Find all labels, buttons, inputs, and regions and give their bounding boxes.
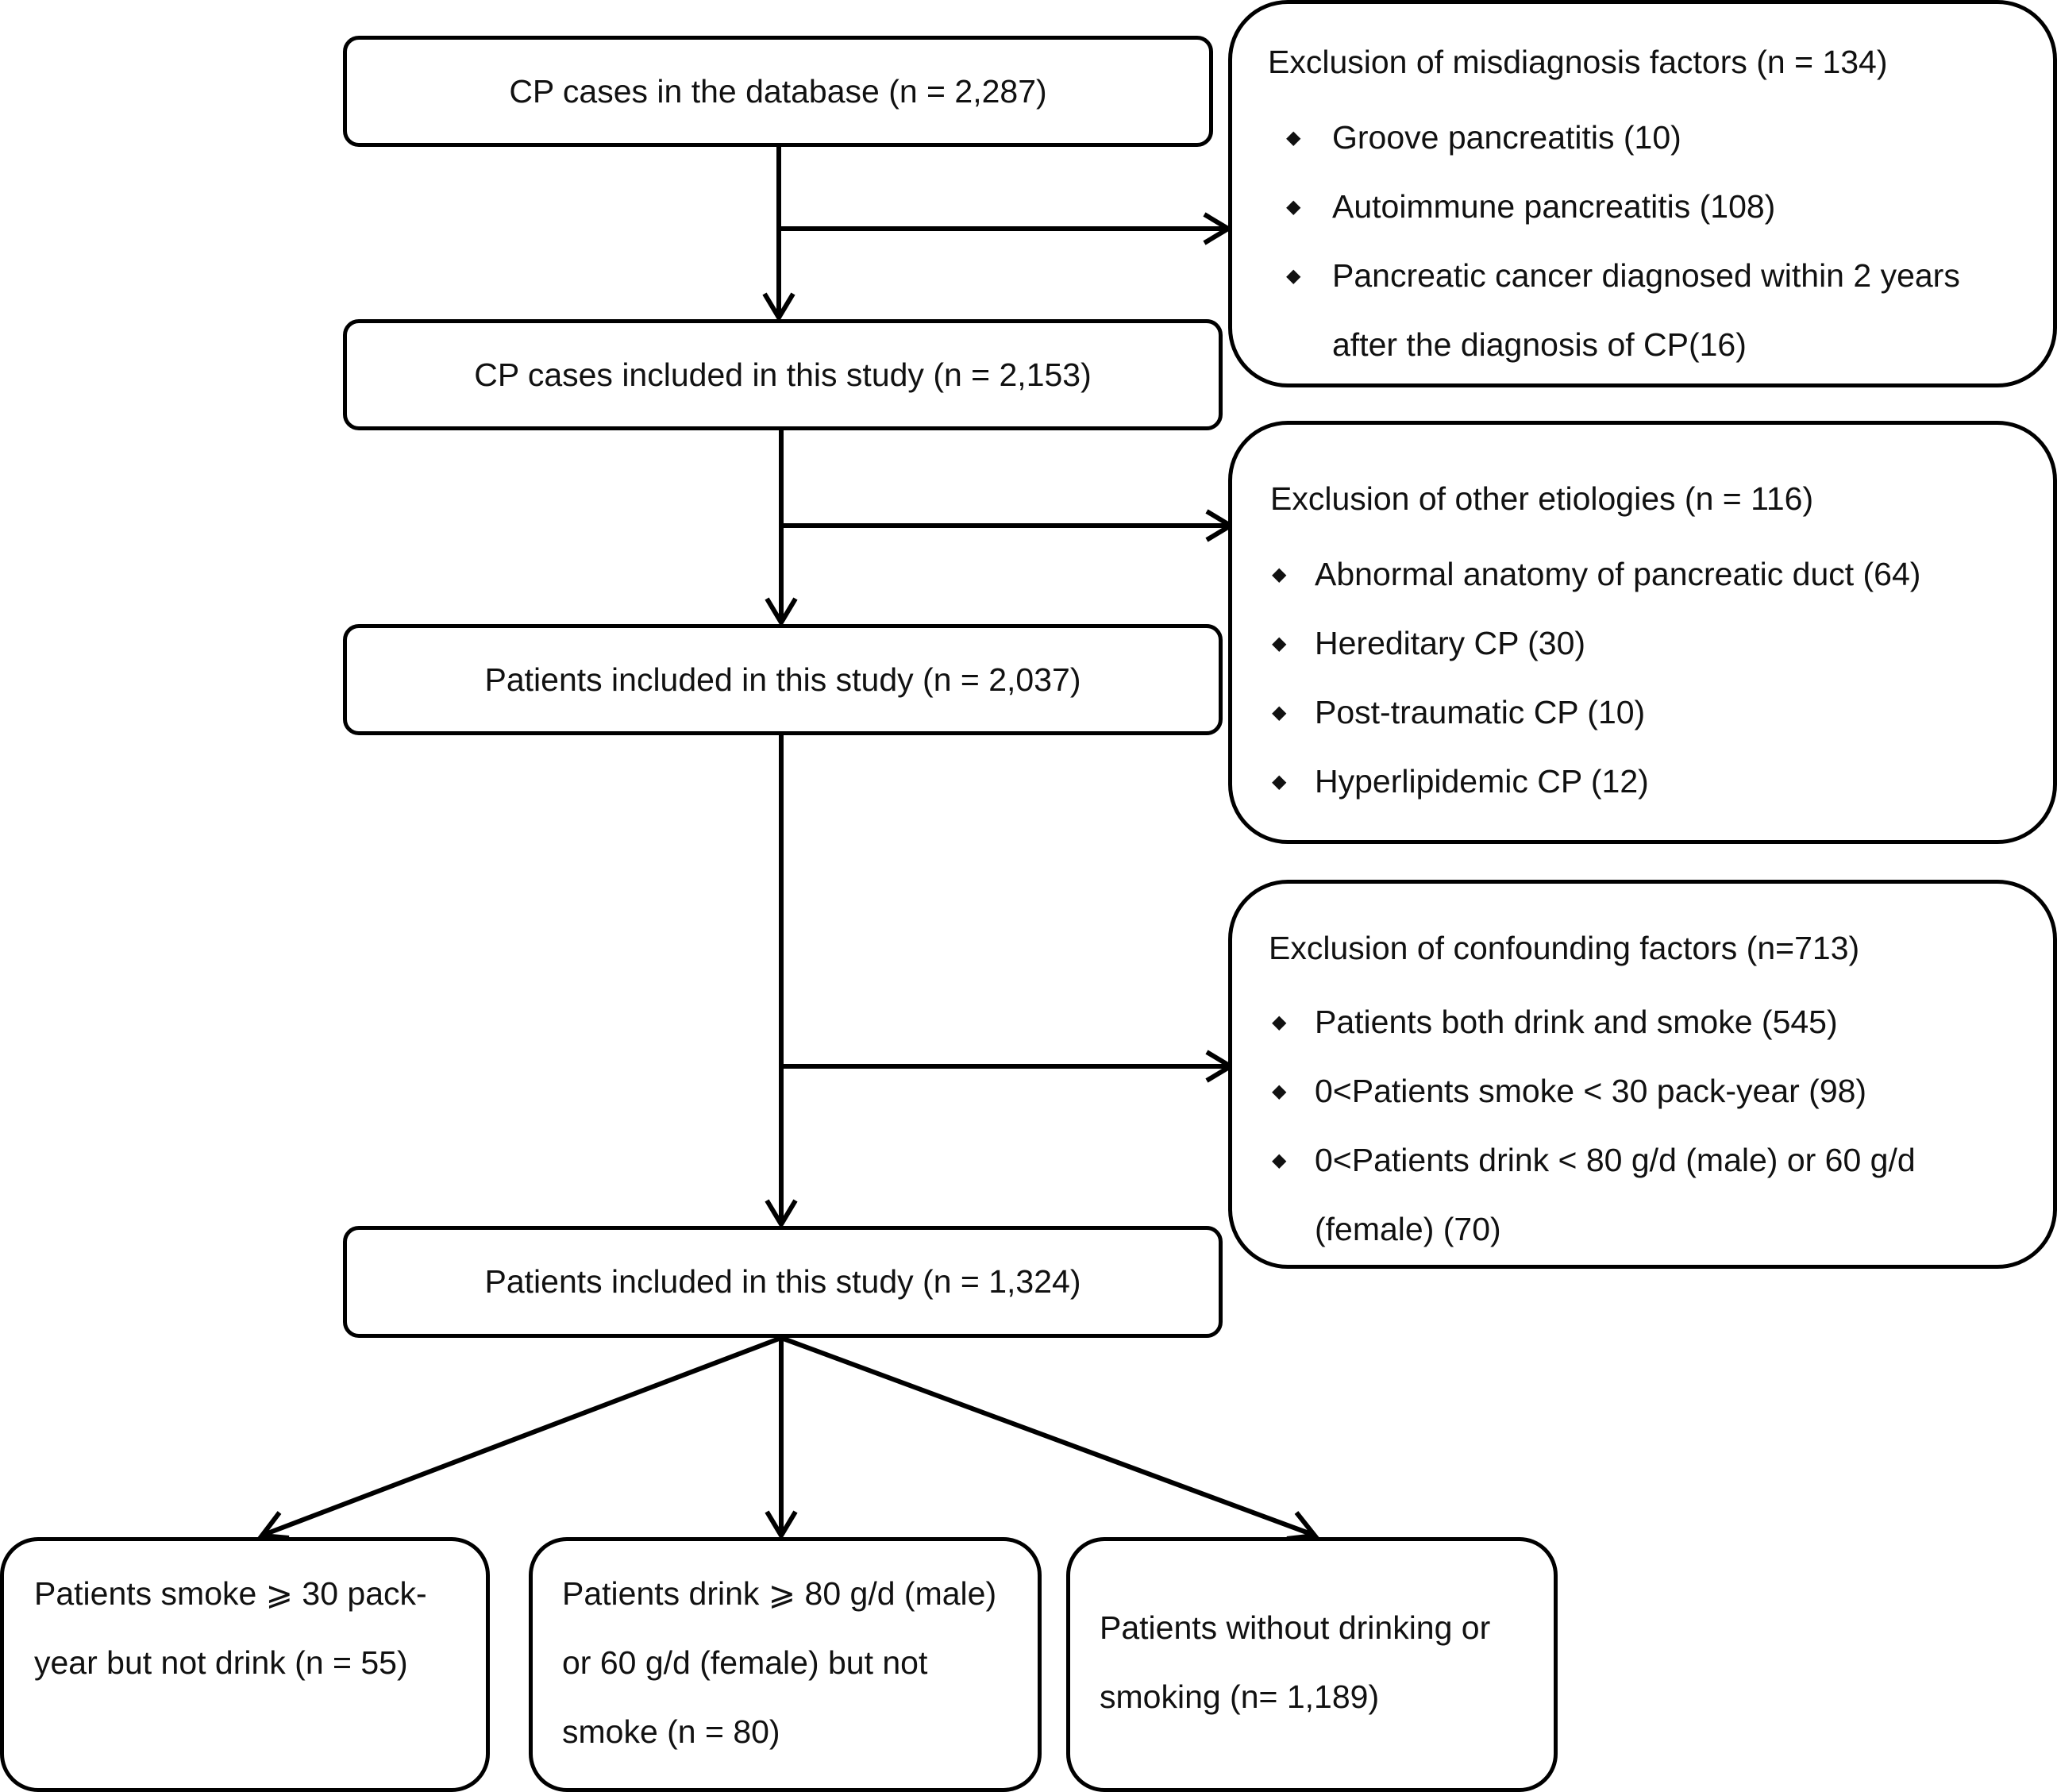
arrow-to-smoke xyxy=(262,1335,783,1537)
box-included-cases: CP cases included in this study (n = 2,1… xyxy=(343,319,1223,430)
outcome-smoke-only: Patients smoke ⩾ 30 pack-year but not dr… xyxy=(0,1537,490,1792)
etiologies-item-hyperlipidemic: Hyperlipidemic CP (12) xyxy=(1315,763,1649,800)
confounding-item-both: Patients both drink and smoke (545) xyxy=(1315,1004,1838,1040)
bullet-icon: ◆ xyxy=(1272,702,1287,723)
arrowhead-drink xyxy=(765,1510,798,1540)
exclusion-etiologies: Exclusion of other etiologies (n = 116) … xyxy=(1228,421,2057,844)
box-included-cases-label: CP cases included in this study (n = 2,1… xyxy=(474,356,1092,393)
box-patients-included-1-label: Patients included in this study (n = 2,0… xyxy=(484,661,1081,698)
exclusion-etiologies-title: Exclusion of other etiologies (n = 116) xyxy=(1270,480,1814,517)
box-database-cases-label: CP cases in the database (n = 2,287) xyxy=(509,72,1047,110)
bullet-icon: ◆ xyxy=(1272,1150,1287,1171)
arrowhead-box4 xyxy=(765,1199,798,1229)
box-patients-included-2: Patients included in this study (n = 1,3… xyxy=(343,1226,1223,1338)
arrowhead-box2 xyxy=(762,292,795,322)
bullet-icon: ◆ xyxy=(1272,633,1287,654)
bullet-icon: ◆ xyxy=(1272,1081,1287,1102)
misdiagnosis-item-autoimmune: Autoimmune pancreatitis (108) xyxy=(1332,188,1776,225)
outcome-drink-only: Patients drink ⩾ 80 g/d (male) or 60 g/d… xyxy=(529,1537,1042,1792)
exclusion-misdiagnosis: Exclusion of misdiagnosis factors (n = 1… xyxy=(1228,0,2057,387)
etiologies-item-post-traumatic: Post-traumatic CP (10) xyxy=(1315,694,1646,730)
outcome-neither: Patients without drinking or smoking (n=… xyxy=(1066,1537,1558,1792)
confounding-item-drink: 0<Patients drink < 80 g/d (male) or 60 g… xyxy=(1315,1142,1916,1247)
bullet-icon: ◆ xyxy=(1286,127,1301,148)
outcome-smoke-only-label: Patients smoke ⩾ 30 pack-year but not dr… xyxy=(34,1575,427,1681)
exclusion-misdiagnosis-title: Exclusion of misdiagnosis factors (n = 1… xyxy=(1268,44,1888,80)
box-database-cases: CP cases in the database (n = 2,287) xyxy=(343,36,1213,147)
confounding-item-smoke: 0<Patients smoke < 30 pack-year (98) xyxy=(1315,1073,1867,1109)
arrow-to-neither xyxy=(780,1335,1315,1537)
box-patients-included-2-label: Patients included in this study (n = 1,3… xyxy=(484,1263,1081,1300)
box-patients-included-1: Patients included in this study (n = 2,0… xyxy=(343,624,1223,735)
exclusion-confounding: Exclusion of confounding factors (n=713)… xyxy=(1228,880,2057,1269)
etiologies-item-abnormal-duct: Abnormal anatomy of pancreatic duct (64) xyxy=(1315,556,1921,592)
bullet-icon: ◆ xyxy=(1286,265,1301,287)
bullet-icon: ◆ xyxy=(1286,196,1301,218)
bullet-icon: ◆ xyxy=(1272,564,1287,585)
misdiagnosis-item-groove: Groove pancreatitis (10) xyxy=(1332,119,1681,156)
exclusion-confounding-title: Exclusion of confounding factors (n=713) xyxy=(1269,930,1860,966)
outcome-drink-only-label: Patients drink ⩾ 80 g/d (male) or 60 g/d… xyxy=(562,1575,997,1750)
arrowhead-box3 xyxy=(765,597,798,627)
outcome-neither-label: Patients without drinking or smoking (n=… xyxy=(1100,1609,1491,1715)
etiologies-item-hereditary: Hereditary CP (30) xyxy=(1315,625,1586,661)
misdiagnosis-item-cancer: Pancreatic cancer diagnosed within 2 yea… xyxy=(1332,257,1960,363)
bullet-icon: ◆ xyxy=(1272,771,1287,792)
bullet-icon: ◆ xyxy=(1272,1012,1287,1033)
